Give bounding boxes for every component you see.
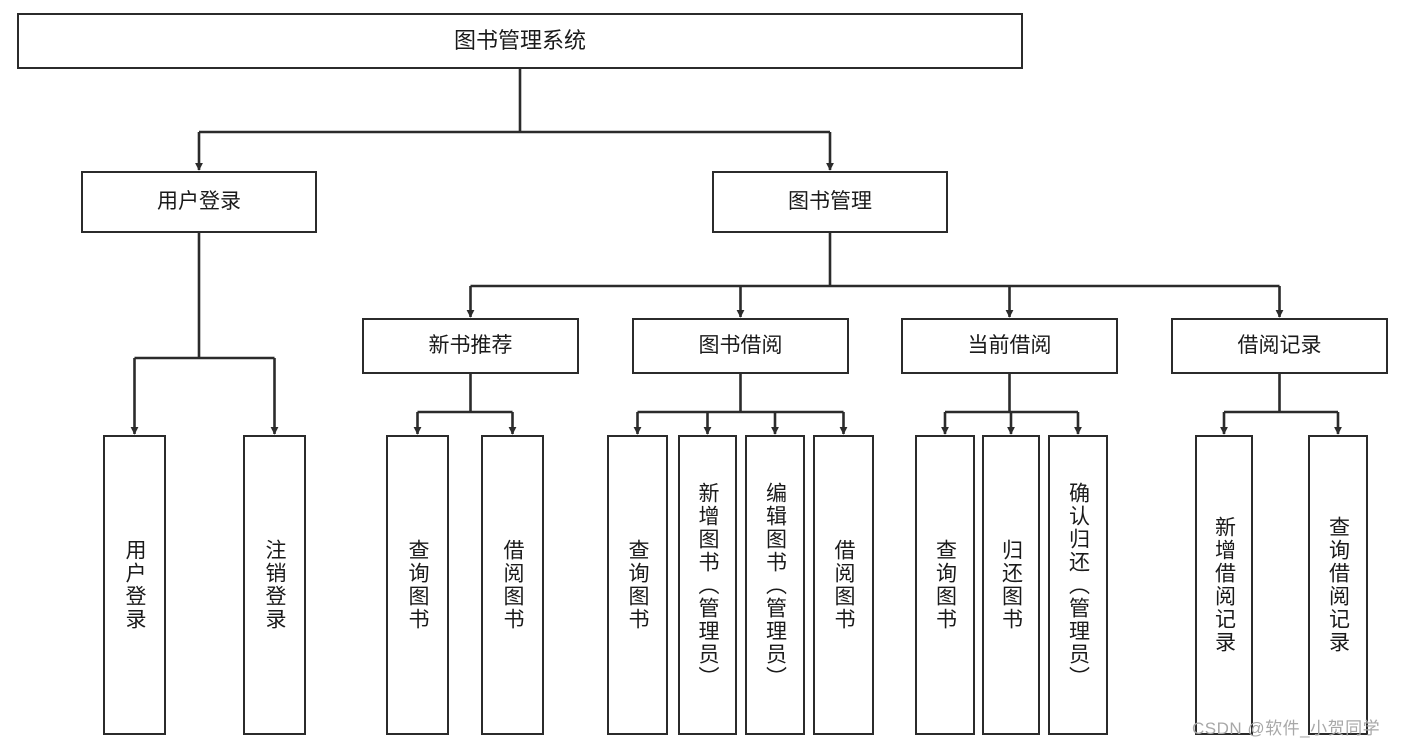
node-new-book-recommend-label: 新书推荐 [428, 333, 513, 357]
node-new-book-recommend[interactable]: 新书推荐 [362, 318, 579, 374]
node-book-borrow[interactable]: 图书借阅 [632, 318, 849, 374]
leaf-confirm-return[interactable]: 确认归还（管理员） [1048, 435, 1108, 735]
leaf-add-book[interactable]: 新增图书（管理员） [678, 435, 737, 735]
leaf-edit-book[interactable]: 编辑图书（管理员） [745, 435, 805, 735]
leaf-query-book-3[interactable]: 查询图书 [915, 435, 975, 735]
leaf-add-borrow-record[interactable]: 新增借阅记录 [1195, 435, 1253, 735]
leaf-logout-label: 注销登录 [263, 539, 286, 631]
node-borrow-record[interactable]: 借阅记录 [1171, 318, 1388, 374]
node-book-manage[interactable]: 图书管理 [712, 171, 948, 233]
leaf-query-book-2-label: 查询图书 [626, 539, 649, 631]
node-book-borrow-label: 图书借阅 [698, 333, 783, 357]
leaf-query-book-1[interactable]: 查询图书 [386, 435, 449, 735]
node-root[interactable]: 图书管理系统 [17, 13, 1023, 69]
leaf-return-book[interactable]: 归还图书 [982, 435, 1040, 735]
leaf-query-book-3-label: 查询图书 [933, 539, 957, 631]
node-current-borrow-label: 当前借阅 [967, 333, 1052, 357]
node-user-login-label: 用户登录 [157, 189, 241, 213]
node-root-label: 图书管理系统 [453, 28, 586, 54]
leaf-borrow-book-1[interactable]: 借阅图书 [481, 435, 544, 735]
leaf-query-book-1-label: 查询图书 [406, 539, 429, 631]
node-borrow-record-label: 借阅记录 [1237, 333, 1322, 357]
leaf-edit-book-label: 编辑图书（管理员） [763, 481, 787, 689]
leaf-borrow-book-1-label: 借阅图书 [501, 539, 524, 631]
leaf-return-book-label: 归还图书 [999, 539, 1023, 631]
leaf-add-book-label: 新增图书（管理员） [696, 481, 719, 689]
leaf-user-login-label: 用户登录 [123, 539, 146, 631]
leaf-borrow-book-2[interactable]: 借阅图书 [813, 435, 874, 735]
leaf-query-borrow-record-label: 查询借阅记录 [1326, 516, 1350, 654]
leaf-add-borrow-record-label: 新增借阅记录 [1212, 516, 1236, 654]
node-current-borrow[interactable]: 当前借阅 [901, 318, 1118, 374]
leaf-logout[interactable]: 注销登录 [243, 435, 306, 735]
leaf-borrow-book-2-label: 借阅图书 [832, 539, 855, 631]
leaf-query-borrow-record[interactable]: 查询借阅记录 [1308, 435, 1368, 735]
node-user-login[interactable]: 用户登录 [81, 171, 317, 233]
node-book-manage-label: 图书管理 [788, 189, 872, 213]
leaf-query-book-2[interactable]: 查询图书 [607, 435, 668, 735]
leaf-confirm-return-label: 确认归还（管理员） [1066, 481, 1090, 689]
leaf-user-login[interactable]: 用户登录 [103, 435, 166, 735]
